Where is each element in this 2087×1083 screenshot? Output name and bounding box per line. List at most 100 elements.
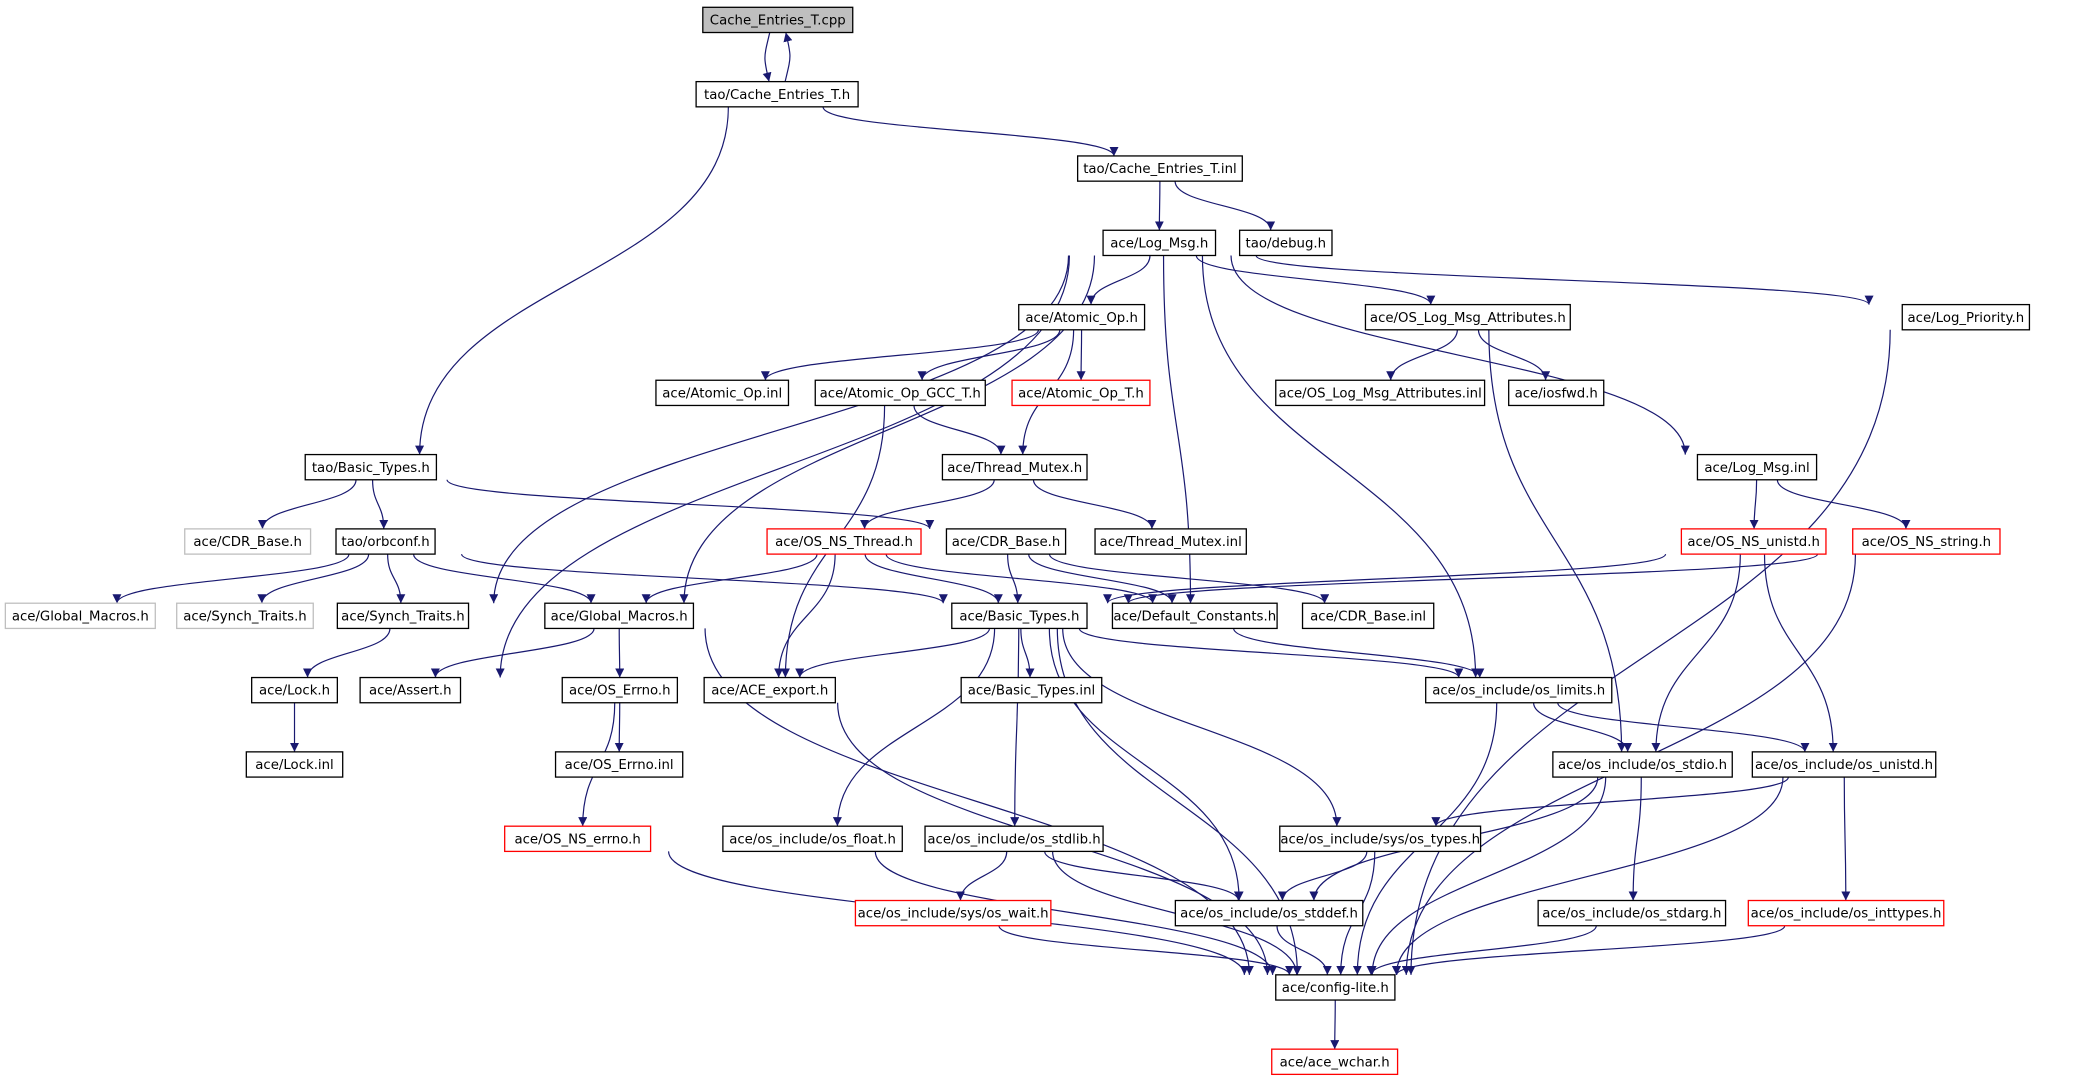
edge-tao_basic_types-to-cdr_base_h (446, 479, 935, 530)
node-box (1364, 303, 1571, 331)
node-label: ace/iosfwd.h (1515, 386, 1598, 401)
node-os_errno_inl[interactable]: ace/OS_Errno.inl (554, 751, 684, 778)
node-os_errno_h[interactable]: ace/OS_Errno.h (561, 676, 679, 704)
node-label: ace/CDR_Base.inl (1310, 609, 1426, 624)
node-cdr_base_ext[interactable]: ace/CDR_Base.h (184, 528, 312, 555)
node-box (335, 528, 436, 555)
node-tao_cache_h[interactable]: tao/Cache_Entries_T.h (695, 80, 859, 108)
node-label: ace/os_include/os_inttypes.h (1751, 907, 1942, 922)
node-thread_mutex_h[interactable]: ace/Thread_Mutex.h (941, 453, 1088, 481)
node-label: tao/Cache_Entries_T.h (704, 88, 850, 103)
node-label: ace/os_include/os_stdlib.h (927, 832, 1100, 847)
node-log_priority[interactable]: ace/Log_Priority.h (1901, 303, 2031, 331)
node-os_sys_types[interactable]: ace/os_include/sys/os_types.h (1279, 825, 1482, 853)
node-box (1111, 602, 1278, 630)
node-box (1751, 751, 1937, 778)
node-log_msg_inl[interactable]: ace/Log_Msg.inl (1696, 453, 1818, 481)
node-label: ace/CDR_Base.h (193, 535, 302, 550)
node-box (1275, 974, 1396, 1001)
edge-tao_cache_h-to-tao_cache_inl (822, 106, 1119, 157)
node-atomic_op_inl[interactable]: ace/Atomic_Op.inl (655, 379, 790, 407)
edge-tao_basic_types-to-tao_orbconf (371, 479, 389, 529)
node-os_stddef[interactable]: ace/os_include/os_stddef.h (1174, 899, 1364, 927)
node-box (702, 6, 854, 34)
node-synch_traits_ext[interactable]: ace/Synch_Traits.h (176, 602, 314, 630)
node-label: ace/Lock.h (259, 684, 330, 699)
node-default_constants[interactable]: ace/Default_Constants.h (1111, 602, 1278, 630)
edge-os_stdarg-to-config_lite (1366, 925, 1597, 976)
node-os_log_attr_inl[interactable]: ace/OS_Log_Msg_Attributes.inl (1275, 379, 1486, 407)
node-box (722, 825, 903, 853)
node-tao_orbconf[interactable]: tao/orbconf.h (335, 528, 436, 555)
node-global_macros_ext[interactable]: ace/Global_Macros.h (4, 602, 156, 630)
node-os_stdlib[interactable]: ace/os_include/os_stdlib.h (924, 825, 1104, 853)
edge-cdr_base_h-to-basic_types_h (1007, 554, 1023, 604)
node-lock_inl[interactable]: ace/Lock.inl (245, 751, 344, 778)
node-label: ace/Synch_Traits.h (341, 609, 465, 624)
node-synch_traits_h[interactable]: ace/Synch_Traits.h (336, 602, 470, 630)
node-global_macros_h[interactable]: ace/Global_Macros.h (544, 602, 695, 630)
node-os_ns_string[interactable]: ace/OS_NS_string.h (1852, 528, 2001, 555)
node-os_ns_errno[interactable]: ace/OS_NS_errno.h (504, 825, 652, 853)
node-box (251, 676, 338, 704)
node-os_unistd[interactable]: ace/os_include/os_unistd.h (1751, 751, 1937, 778)
node-os_limits[interactable]: ace/os_include/os_limits.h (1425, 676, 1613, 704)
node-cdr_base_inl[interactable]: ace/CDR_Base.inl (1301, 602, 1435, 630)
node-label: ace/Lock.inl (255, 758, 333, 773)
node-root[interactable]: Cache_Entries_T.cpp (702, 6, 854, 34)
node-cdr_base_h[interactable]: ace/CDR_Base.h (945, 528, 1067, 555)
node-atomic_gcc[interactable]: ace/Atomic_Op_GCC_T.h (814, 379, 986, 407)
node-os_log_attr_h[interactable]: ace/OS_Log_Msg_Attributes.h (1364, 303, 1571, 331)
node-os_sys_wait[interactable]: ace/os_include/sys/os_wait.h (854, 899, 1052, 927)
node-tao_debug[interactable]: tao/debug.h (1238, 229, 1333, 257)
node-basic_types_inl[interactable]: ace/Basic_Types.inl (960, 676, 1103, 704)
node-label: tao/Basic_Types.h (312, 461, 430, 476)
edge-atomic_op_h-to-atomic_gcc (917, 329, 1061, 381)
node-label: ace/Thread_Mutex.h (947, 461, 1082, 476)
node-iosfwd[interactable]: ace/iosfwd.h (1508, 379, 1605, 407)
node-os_stdio[interactable]: ace/os_include/os_stdio.h (1552, 751, 1733, 778)
edge-os_unistd-to-os_sys_types (1431, 776, 1789, 827)
node-thread_mutex_inl[interactable]: ace/Thread_Mutex.inl (1094, 528, 1247, 555)
node-label: ace/Log_Msg.h (1110, 236, 1208, 251)
edge-log_msg_h-to-os_limits (1201, 255, 1481, 678)
node-atomic_op_h[interactable]: ace/Atomic_Op.h (1018, 303, 1146, 331)
edge-os_ns_thread-to-global_macros_h (641, 553, 818, 604)
edge-basic_types_h-to-os_sys_types (1062, 628, 1342, 827)
node-box (4, 602, 156, 630)
node-config_lite[interactable]: ace/config-lite.h (1275, 974, 1396, 1001)
node-box (1680, 528, 1827, 555)
node-os_inttypes[interactable]: ace/os_include/os_inttypes.h (1747, 899, 1945, 927)
node-label: ace/OS_NS_string.h (1862, 535, 1992, 550)
node-atomic_t[interactable]: ace/Atomic_Op_T.h (1011, 379, 1151, 407)
node-os_float[interactable]: ace/os_include/os_float.h (722, 825, 903, 853)
node-ace_export[interactable]: ace/ACE_export.h (703, 676, 836, 704)
node-label: ace/Default_Constants.h (1113, 609, 1276, 624)
node-box (544, 602, 695, 630)
edge-cdr_base_h-to-cdr_base_inl (1048, 553, 1330, 604)
edge-basic_types_h-to-os_float (832, 628, 996, 827)
node-os_ns_thread[interactable]: ace/OS_NS_Thread.h (766, 528, 922, 555)
edge-tao_cache_h-to-root (783, 32, 793, 82)
node-box (176, 602, 314, 630)
node-assert_h[interactable]: ace/Assert.h (359, 676, 462, 704)
node-box (1301, 602, 1435, 630)
edge-os_unistd-to-config_lite (1391, 777, 1784, 975)
node-os_stdarg[interactable]: ace/os_include/os_stdarg.h (1537, 899, 1727, 927)
node-basic_types_h[interactable]: ace/Basic_Types.h (951, 602, 1088, 630)
node-tao_basic_types[interactable]: tao/Basic_Types.h (304, 453, 438, 481)
edge-tao_cache_inl-to-tao_debug (1174, 181, 1276, 231)
edge-os_float-to-config_lite (874, 851, 1278, 975)
edge-os_inttypes-to-config_lite (1392, 925, 1786, 976)
node-box (1275, 379, 1486, 407)
node-tao_cache_inl[interactable]: tao/Cache_Entries_T.inl (1076, 155, 1243, 182)
edge-global_macros_h-to-os_errno_h (615, 628, 625, 678)
node-box (1901, 303, 2031, 331)
node-lock_h[interactable]: ace/Lock.h (251, 676, 338, 704)
node-label: ace/OS_NS_unistd.h (1687, 535, 1820, 550)
node-ace_wchar[interactable]: ace/ace_wchar.h (1271, 1048, 1399, 1076)
node-log_msg_h[interactable]: ace/Log_Msg.h (1102, 229, 1217, 257)
edge-os_ns_thread-to-ace_export (774, 554, 836, 678)
node-os_ns_unistd[interactable]: ace/OS_NS_unistd.h (1680, 528, 1827, 555)
node-label: tao/debug.h (1246, 236, 1327, 251)
